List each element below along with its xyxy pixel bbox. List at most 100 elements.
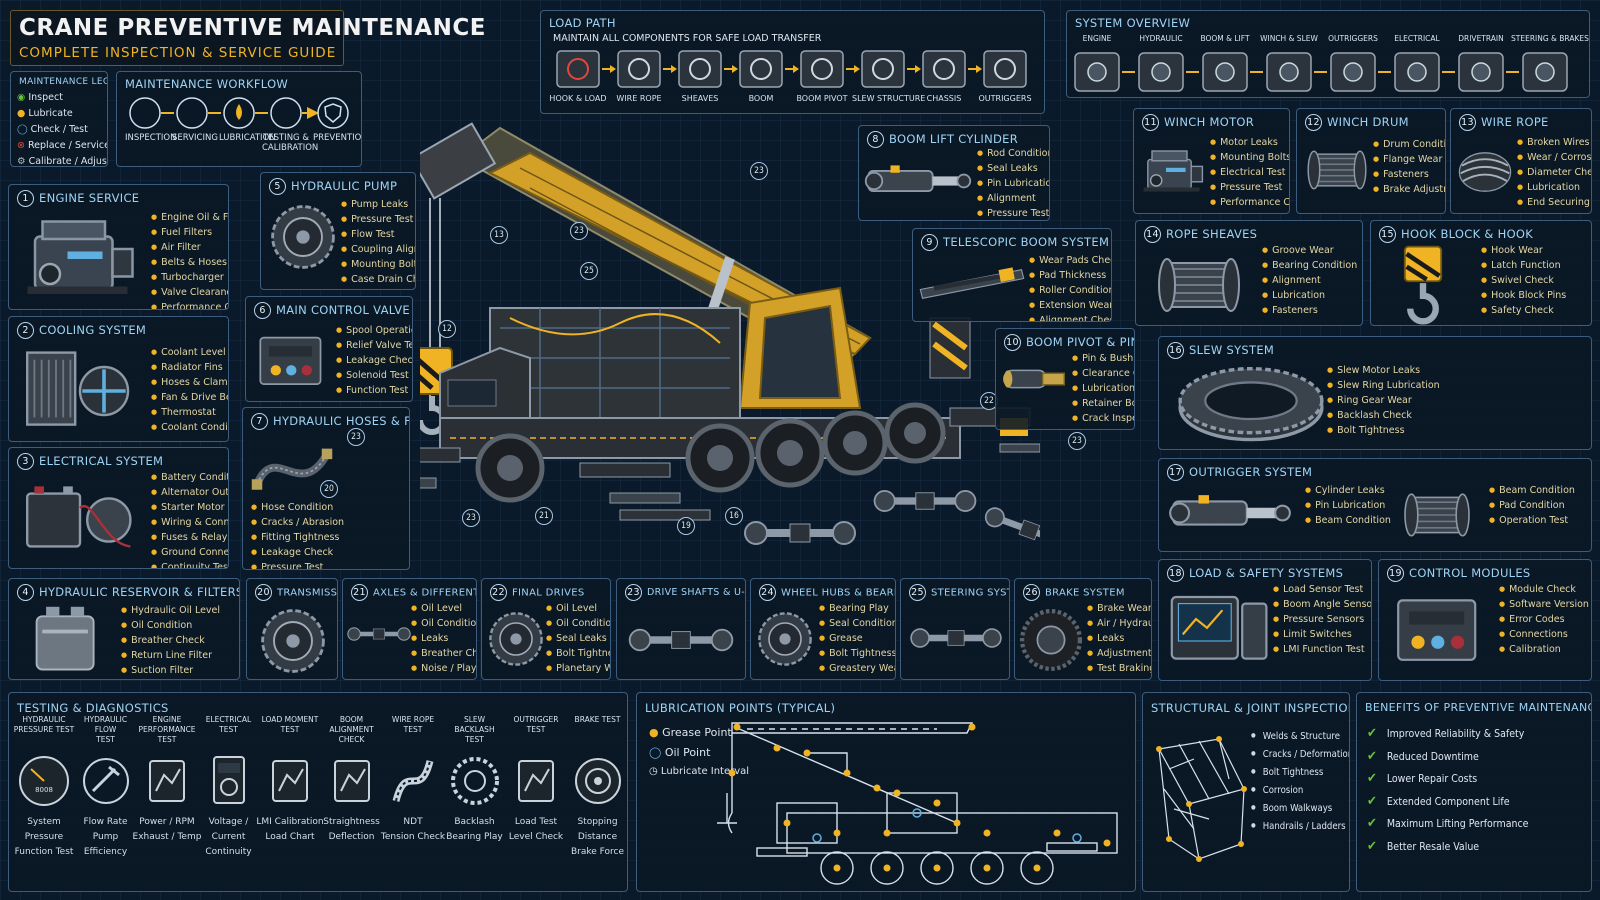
- check-item: Oil Level: [411, 601, 476, 616]
- check-item: Connections: [1499, 627, 1589, 642]
- check-item: Mounting Bolts: [341, 257, 415, 272]
- test-name: HYDRAULIC PRESSURE TEST: [13, 715, 75, 734]
- check-item: Continuity Test: [151, 560, 228, 568]
- test-name: OUTRIGGER TEST: [513, 715, 559, 734]
- load-path-step-label: CHASSIS: [926, 94, 962, 103]
- test-icon: [272, 760, 308, 802]
- check-item: Brake Wear: [1087, 601, 1151, 616]
- load-path-step-label: SLEW STRUCTURE: [852, 94, 926, 103]
- hook-checklist: Hook WearLatch FunctionSwivel CheckHook …: [1481, 243, 1566, 318]
- axle-icon: [345, 609, 413, 659]
- test-description: Flow Rate Pump Efficiency: [83, 817, 128, 857]
- check-item: Retainer Bolts: [1072, 396, 1134, 411]
- check-item: Calibration: [1499, 642, 1589, 657]
- check-item: Boom Angle Sensor: [1273, 597, 1371, 612]
- check-item: Handrails / Ladders: [1251, 817, 1349, 835]
- test-icon: [333, 760, 370, 802]
- check-item: Pressure Test: [341, 212, 415, 227]
- load-path-step-icon: [861, 50, 905, 88]
- check-item: Slew Motor Leaks: [1327, 363, 1440, 378]
- maintenance-workflow: MAINTENANCE WORKFLOW INSPECTION SERVICIN…: [116, 71, 362, 167]
- check-item: Bolt Tightness: [1327, 423, 1440, 438]
- check-item: Case Drain Check: [341, 272, 415, 287]
- workflow-step-prevention: PREVENTION: [313, 133, 362, 143]
- test-icon: [574, 758, 621, 804]
- test-description: NDT Tension Check: [380, 817, 446, 842]
- workflow-step-servicing: SERVICING: [172, 133, 218, 143]
- workflow-step-inspection: INSPECTION: [125, 133, 177, 143]
- outrigger-checklist-right: Beam ConditionPad ConditionOperation Tes…: [1489, 483, 1575, 528]
- test-name: BOOM ALIGNMENT CHECK: [329, 715, 374, 744]
- check-item: Software Version: [1499, 597, 1589, 612]
- structural-title: STRUCTURAL & JOINT INSPECTION: [1151, 701, 1350, 715]
- check-item: Lubrication: [1072, 381, 1134, 396]
- check-item: Fan & Drive Belt: [151, 390, 228, 405]
- check-item: Seal Leaks: [977, 161, 1049, 176]
- test-description: System Pressure Function Test: [14, 817, 74, 857]
- reservoir-checklist: Hydraulic Oil LevelOil ConditionBreather…: [121, 603, 220, 678]
- check-item: Oil Level: [546, 601, 610, 616]
- outriggers: [420, 407, 1040, 521]
- wire-rope-checklist: Broken WiresWear / CorrosionDiameter Che…: [1517, 135, 1591, 210]
- structural-checklist: Welds & StructureCracks / DeformationBol…: [1251, 727, 1349, 835]
- test-icon: [149, 760, 185, 802]
- check-item: Leaks: [411, 631, 476, 646]
- check-item: Flow Test: [341, 227, 415, 242]
- winch-motor-icon: [1138, 135, 1208, 209]
- check-item: Fuel Filters: [151, 225, 228, 240]
- check-item: Fitting Tightness: [251, 530, 344, 545]
- load-path-step-label: OUTRIGGERS: [978, 94, 1032, 103]
- shield-icon: [317, 97, 349, 129]
- cylinder-icon: [863, 156, 973, 206]
- wrench-icon: [176, 97, 208, 129]
- check-item: Bolt Tightness: [546, 646, 610, 661]
- load-path-step-icon: [678, 50, 722, 88]
- check-item: Operation Test: [1489, 513, 1575, 528]
- check-item: Solenoid Test: [336, 368, 412, 383]
- winch-motor-checklist: Motor LeaksMounting BoltsElectrical Test…: [1210, 135, 1289, 210]
- callout-23: 23: [750, 162, 768, 180]
- engine-checklist: Engine Oil & FilterFuel FiltersAir Filte…: [151, 210, 228, 309]
- check-item: Broken Wires: [1517, 135, 1591, 150]
- check-item: Corrosion: [1251, 781, 1349, 799]
- battery-icon: [15, 472, 145, 568]
- legend-item-inspect: ◉ Inspect: [17, 92, 63, 103]
- test-description: Stopping Distance Brake Force: [570, 817, 625, 857]
- callout-13: 13: [490, 226, 508, 244]
- callout-12: 12: [438, 320, 456, 338]
- radiator-icon: [15, 343, 145, 439]
- workflow-step-lubrication: LUBRICATION: [219, 133, 276, 143]
- replace-icon: ⊗: [17, 140, 25, 151]
- check-item: Fasteners: [1262, 303, 1357, 318]
- check-item: Hose Condition: [251, 500, 344, 515]
- test-icon: [19, 756, 69, 806]
- check-item: Bearing Condition: [1262, 258, 1357, 273]
- test-description: Power / RPM Exhaust / Temp: [132, 817, 202, 842]
- check-item: Alignment: [977, 191, 1049, 206]
- engine-icon: [15, 209, 145, 309]
- check-item: Extension Wear: [1029, 298, 1111, 313]
- check-item: Oil Condition: [121, 618, 220, 633]
- system-step-label: WINCH & SLEW: [1260, 34, 1318, 43]
- check-item: Pump Leaks: [341, 197, 415, 212]
- section-transmission: 20TRANSMISSION: [246, 578, 338, 680]
- check-item: Coupling Alignment: [341, 242, 415, 257]
- check-item: Oil Condition: [546, 616, 610, 631]
- load-path-step-label: WIRE ROPE: [616, 94, 662, 103]
- check-item: Valve Clearance: [151, 285, 228, 300]
- check-item: Ground Connections: [151, 545, 228, 560]
- callout-23e: 23: [1068, 432, 1086, 450]
- benefits-list: Improved Reliability & SafetyReduced Dow…: [1367, 723, 1529, 858]
- load-path-step-label: BOOM: [748, 94, 774, 103]
- section-title: ENGINE SERVICE: [39, 191, 140, 205]
- callout-23c: 23: [347, 428, 365, 446]
- check-item: Pin Lubrication: [1305, 498, 1391, 513]
- check-item: Coolant Level: [151, 345, 228, 360]
